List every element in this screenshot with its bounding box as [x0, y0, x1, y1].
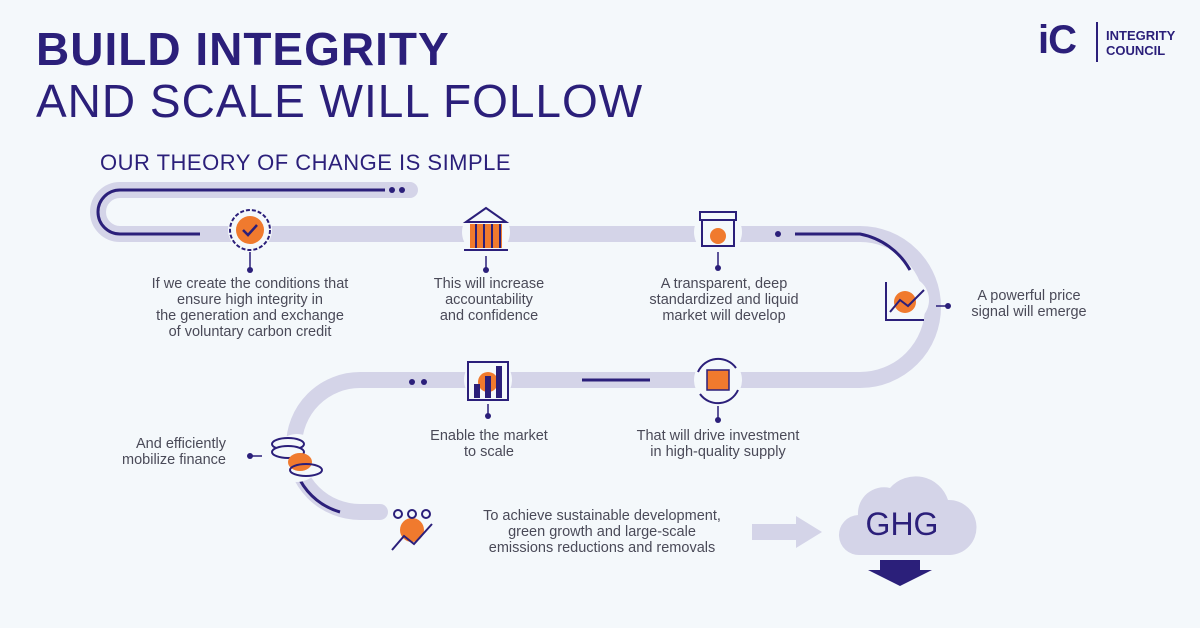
step-label-2: This will increase accountability and co… — [433, 276, 545, 324]
step-label-3: A transparent, deep standardized and liq… — [649, 276, 799, 324]
trend-chart-icon — [885, 282, 951, 321]
ghg-label: GHG — [865, 506, 939, 542]
step-label-4: A powerful price signal will emerge — [971, 288, 1087, 320]
logo-mark: iC — [1038, 18, 1077, 62]
coin-stack-icon — [247, 437, 323, 477]
step-label-5: That will drive investment in high-quali… — [636, 428, 800, 460]
track-dot — [399, 187, 405, 193]
track-accent-left-curve — [96, 188, 200, 236]
storefront-icon — [699, 211, 737, 271]
bar-growth-icon — [467, 361, 509, 419]
step-label-1: If we create the conditions that ensure … — [151, 276, 349, 340]
logo-divider — [1096, 22, 1098, 62]
track-dot — [409, 379, 415, 385]
cycle-box-icon — [697, 357, 739, 423]
track-accent-bottom-curve — [298, 479, 341, 514]
seal-check-icon — [229, 209, 271, 273]
step-label-8: To achieve sustainable development, gree… — [483, 508, 721, 556]
page-subtitle: OUR THEORY OF CHANGE IS SIMPLE — [100, 150, 512, 175]
cloud-down-arrow-icon — [838, 476, 977, 586]
track-dot — [421, 379, 427, 385]
flow-arrow-icon — [752, 516, 822, 548]
step-label-6: Enable the market to scale — [430, 428, 548, 460]
bank-building-icon — [462, 206, 510, 273]
page-title-line-2: AND SCALE WILL FOLLOW — [36, 75, 644, 127]
track-dot — [389, 187, 395, 193]
step-label-7: And efficiently mobilize finance — [122, 436, 226, 468]
track-accent-right-curve — [795, 232, 912, 271]
track-dot — [775, 231, 781, 237]
logo-text: INTEGRITY COUNCIL — [1106, 28, 1176, 58]
page-title: BUILD INTEGRITY — [36, 23, 450, 75]
people-growth-icon — [391, 509, 433, 551]
